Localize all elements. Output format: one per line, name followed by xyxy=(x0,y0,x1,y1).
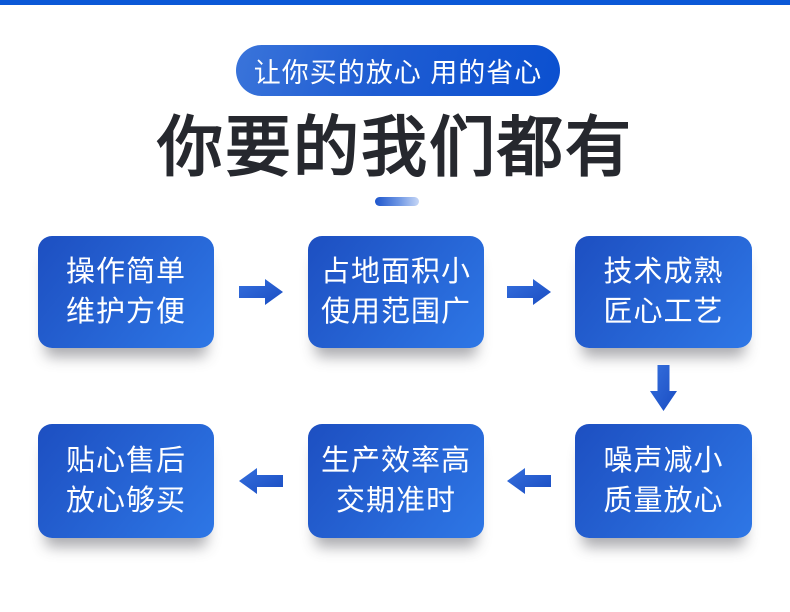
feature-card-aftersales: 贴心售后 放心够买 xyxy=(38,424,214,538)
feature-card-technology: 技术成熟 匠心工艺 xyxy=(575,236,752,348)
feature-card-line: 噪声减小 xyxy=(603,445,724,477)
feature-card-line: 贴心售后 xyxy=(65,445,186,477)
feature-card-line: 操作简单 xyxy=(65,256,186,288)
feature-card-line: 使用范围广 xyxy=(320,296,471,328)
arrow-right-icon xyxy=(239,279,283,305)
feature-card-footprint: 占地面积小 使用范围广 xyxy=(308,236,484,348)
feature-card-operation: 操作简单 维护方便 xyxy=(38,236,214,348)
feature-card-line: 匠心工艺 xyxy=(603,296,724,328)
arrow-left-icon xyxy=(239,468,283,494)
feature-card-line: 交期准时 xyxy=(335,485,456,517)
slogan-banner: 让你买的放心 用的省心 xyxy=(236,45,560,96)
feature-card-line: 维护方便 xyxy=(65,296,186,328)
feature-card-noise: 噪声减小 质量放心 xyxy=(575,424,752,538)
feature-card-line: 质量放心 xyxy=(603,485,724,517)
slogan-text: 让你买的放心 用的省心 xyxy=(253,58,543,88)
arrow-right-icon xyxy=(507,279,551,305)
arrow-down-icon xyxy=(650,365,677,411)
top-accent-bar xyxy=(0,0,790,5)
heading-underline xyxy=(375,197,419,206)
feature-card-line: 放心够买 xyxy=(65,485,186,517)
arrow-left-icon xyxy=(507,468,551,494)
feature-card-line: 占地面积小 xyxy=(320,256,471,288)
feature-card-line: 生产效率高 xyxy=(320,445,471,477)
feature-card-efficiency: 生产效率高 交期准时 xyxy=(308,424,484,538)
feature-card-line: 技术成熟 xyxy=(603,256,724,288)
page-title: 你要的我们都有 xyxy=(157,110,633,184)
